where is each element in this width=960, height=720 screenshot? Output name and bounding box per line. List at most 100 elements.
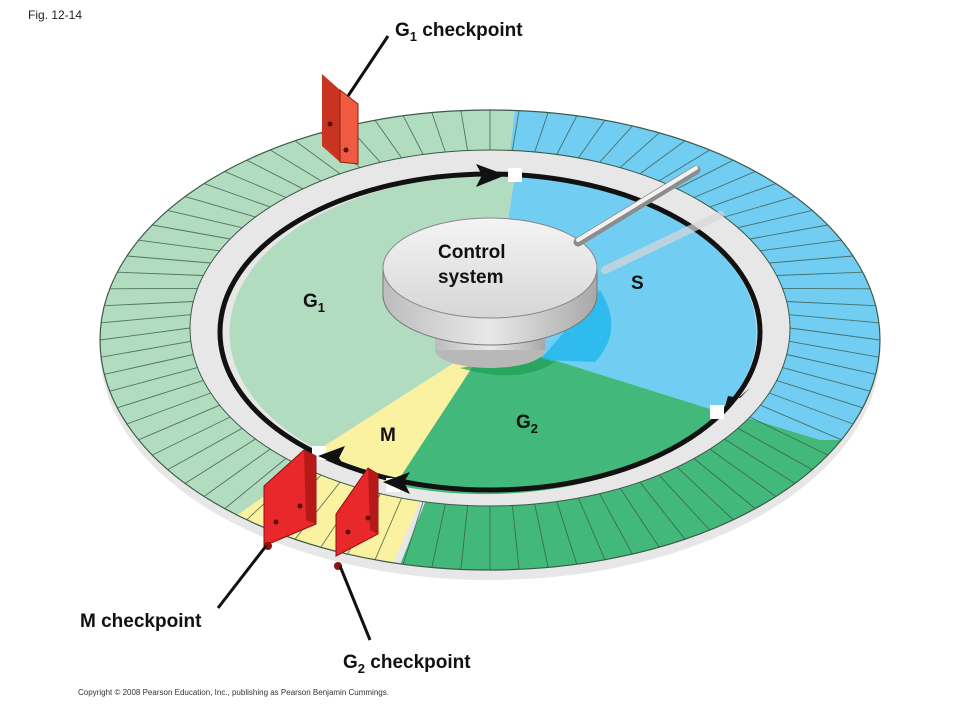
ring-segment-line xyxy=(724,196,796,218)
ring-segment-line xyxy=(619,132,660,168)
control-label-line1: Control xyxy=(438,242,506,263)
sector-g2 xyxy=(395,340,720,495)
ring-segment-line xyxy=(374,119,402,159)
ring-segment-line xyxy=(117,271,204,276)
ring-segment-line xyxy=(724,438,796,484)
g1-gate-bolt xyxy=(327,121,333,127)
ring-segment-line xyxy=(709,448,777,497)
ring-segment-line xyxy=(152,224,231,240)
ring-segment-line xyxy=(769,255,854,264)
g2-gate-edge xyxy=(368,468,378,534)
ring-segment-line xyxy=(167,209,243,229)
control-label-line2: system xyxy=(438,267,504,288)
ring-segment-line xyxy=(138,239,220,252)
ring-segment-line xyxy=(109,367,198,392)
g2-gate-bolt xyxy=(365,515,371,521)
ring-segment-line xyxy=(789,314,879,324)
phase-label-m: M xyxy=(380,425,396,446)
ring-segment-line xyxy=(786,301,876,307)
ring-segment-line xyxy=(402,501,424,565)
ring-segment-line xyxy=(658,149,710,182)
m-gate-edge xyxy=(304,450,316,524)
control-dial: Control system xyxy=(382,165,724,346)
ring-segment-line xyxy=(511,505,520,570)
g2-leader-line xyxy=(338,565,372,641)
ring-segment-line xyxy=(203,448,271,497)
g1-gate-front xyxy=(322,74,340,162)
ring-segment-line xyxy=(126,255,211,264)
ring-inner-edge xyxy=(189,149,791,507)
ring-segment-line xyxy=(556,115,578,155)
ring-segment-line xyxy=(578,119,606,159)
g2-checkpoint-gate xyxy=(334,467,379,641)
ring-segment-line xyxy=(676,159,734,190)
ring-segment-line xyxy=(556,501,578,565)
ring-segment-line xyxy=(374,497,403,560)
ring-segment-line xyxy=(760,239,842,252)
ring-segment-line xyxy=(184,196,256,218)
m-checkpoint-gate xyxy=(216,449,317,609)
track-gap-s xyxy=(508,168,522,182)
ring-segment-line xyxy=(167,427,243,470)
phase-label-s: S xyxy=(631,273,644,294)
ring-segment-line xyxy=(431,503,446,568)
ring-segment-line xyxy=(693,170,756,198)
arrow-head-right xyxy=(724,388,750,410)
ring-segment-line xyxy=(619,488,660,548)
g1-leader-line xyxy=(346,35,390,97)
ring-segment-line xyxy=(104,354,194,375)
ring-segment-line xyxy=(786,354,876,375)
ring-segment-line xyxy=(511,110,520,151)
m-gate-bolt xyxy=(273,519,279,525)
ring-segment-line xyxy=(749,416,828,456)
dial-pointer-highlight xyxy=(576,166,698,242)
ring-segment-line xyxy=(769,392,854,425)
g1-checkpoint-label: G1 checkpoint xyxy=(395,20,523,44)
ring-segment-line xyxy=(776,380,863,409)
g1-checkpoint-gate xyxy=(322,35,390,165)
ring-segment-line xyxy=(737,427,813,470)
ring-segment-line xyxy=(460,110,469,151)
g2-gate-bolt xyxy=(345,529,351,535)
arrow-head-bottom xyxy=(383,472,410,494)
ring-segment-line xyxy=(126,392,211,425)
ring-segment-line xyxy=(152,416,231,456)
m-checkpoint-label: M checkpoint xyxy=(80,611,202,632)
copyright-notice: Copyright © 2008 Pearson Education, Inc.… xyxy=(78,688,389,697)
ring-segment-line xyxy=(709,183,777,208)
m-gate-bolt xyxy=(297,503,303,509)
ring-segment-line xyxy=(402,115,424,155)
ring-segment-line xyxy=(789,327,880,341)
ring-segment-line xyxy=(203,183,271,208)
dial-pointer-shadow xyxy=(601,211,724,274)
ring-segment-line xyxy=(639,140,686,175)
ring-segment-line xyxy=(749,224,828,240)
ring-segment-line xyxy=(101,314,191,324)
phase-label-g1: G1 xyxy=(303,291,325,315)
ring-segment-line xyxy=(270,149,322,182)
ring-segment-line xyxy=(246,159,304,190)
ring-segment-line xyxy=(138,404,220,441)
g2-checkpoint-label: G2 checkpoint xyxy=(343,652,471,676)
ring-segment-line xyxy=(599,493,633,555)
ring-segment-line xyxy=(676,466,734,521)
g1-gate-bolt xyxy=(343,147,349,153)
ring-segment-line xyxy=(693,458,756,509)
phase-label-g2: G2 xyxy=(516,412,538,436)
ring-segment-line xyxy=(534,112,549,153)
ring-segment-line xyxy=(101,340,191,358)
ring-segment-line xyxy=(658,474,711,531)
ring-segment-line xyxy=(100,327,191,341)
ring-outer-edge xyxy=(99,109,881,571)
ring-segment-line xyxy=(224,170,287,198)
ring-segment-line xyxy=(294,140,341,175)
dial-face xyxy=(382,217,598,319)
ring-segment-line xyxy=(789,340,879,358)
ring-segment-line xyxy=(776,271,863,276)
ring-segment-line xyxy=(431,112,446,153)
ring-segment-line xyxy=(639,481,686,540)
ring-segment-line xyxy=(577,497,606,560)
arrow-head-top xyxy=(476,164,506,187)
